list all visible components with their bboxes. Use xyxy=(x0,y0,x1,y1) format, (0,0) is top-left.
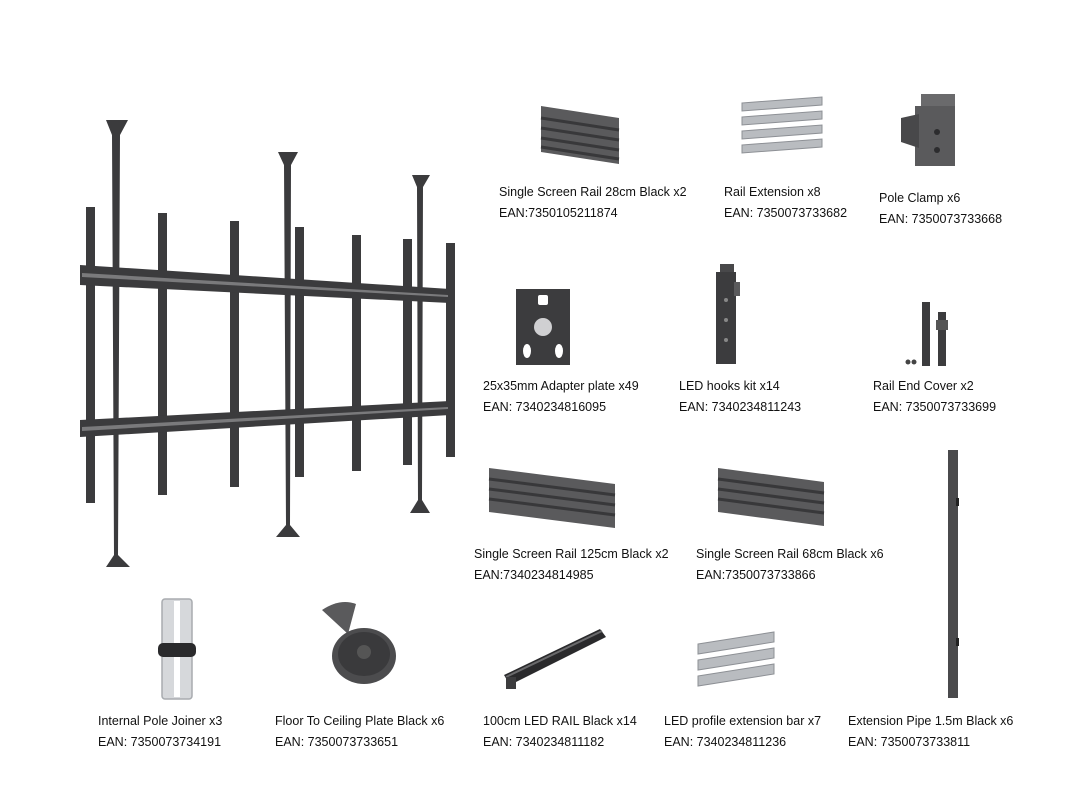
item-name: Single Screen Rail 68cm Black x6 xyxy=(696,547,884,561)
item-name: Rail Extension x8 xyxy=(724,185,821,199)
medium-rail-icon xyxy=(717,468,825,526)
item-ean: EAN: 7340234811236 xyxy=(664,735,787,749)
extension-pipe-icon xyxy=(948,450,959,698)
item-name: Rail End Cover x2 xyxy=(873,379,974,393)
item-name: LED profile extension bar x7 xyxy=(664,714,822,728)
item-ean: EAN: 7350073733699 xyxy=(873,400,997,414)
item-name: Internal Pole Joiner x3 xyxy=(98,714,223,728)
item-ean: EAN: 7340234811182 xyxy=(483,735,605,749)
item-name: Single Screen Rail 125cm Black x2 xyxy=(474,547,669,561)
item-ean: EAN:7350073733866 xyxy=(696,568,816,582)
item-ean: EAN: 7340234811243 xyxy=(679,400,802,414)
pole-clamp-icon xyxy=(901,94,955,166)
led-hook-icon xyxy=(716,264,740,364)
profile-extension-bar-icon xyxy=(697,631,775,687)
item-name: LED hooks kit x14 xyxy=(679,379,780,393)
item-ean: EAN:7340234814985 xyxy=(474,568,594,582)
item-ean: EAN: 7350073733682 xyxy=(724,206,848,220)
item-name: Floor To Ceiling Plate Black x6 xyxy=(275,714,445,728)
item-ean: EAN:7350105211874 xyxy=(499,206,618,220)
rail-end-cover-icon xyxy=(905,302,948,366)
item-ean: EAN: 7350073733651 xyxy=(275,735,399,749)
item-name: Extension Pipe 1.5m Black x6 xyxy=(848,714,1014,728)
item-ean: EAN: 7350073733811 xyxy=(848,735,971,749)
pole-joiner-icon xyxy=(158,598,196,700)
led-rail-icon xyxy=(504,629,606,689)
item-name: Single Screen Rail 28cm Black x2 xyxy=(499,185,687,199)
item-ean: EAN: 7350073733668 xyxy=(879,212,1003,226)
adapter-plate-icon xyxy=(516,289,570,365)
item-name: Pole Clamp x6 xyxy=(879,191,961,205)
item-ean: EAN: 7350073734191 xyxy=(98,735,222,749)
item-name: 100cm LED RAIL Black x14 xyxy=(483,714,637,728)
assembled-video-wall-mount-icon xyxy=(80,120,455,567)
item-ean: EAN: 7340234816095 xyxy=(483,400,607,414)
item-name: 25x35mm Adapter plate x49 xyxy=(483,379,639,393)
long-rail-icon xyxy=(488,468,616,528)
floor-ceiling-plate-icon xyxy=(322,602,396,684)
rail-extension-icon xyxy=(741,96,823,154)
short-rail-icon xyxy=(540,106,620,164)
